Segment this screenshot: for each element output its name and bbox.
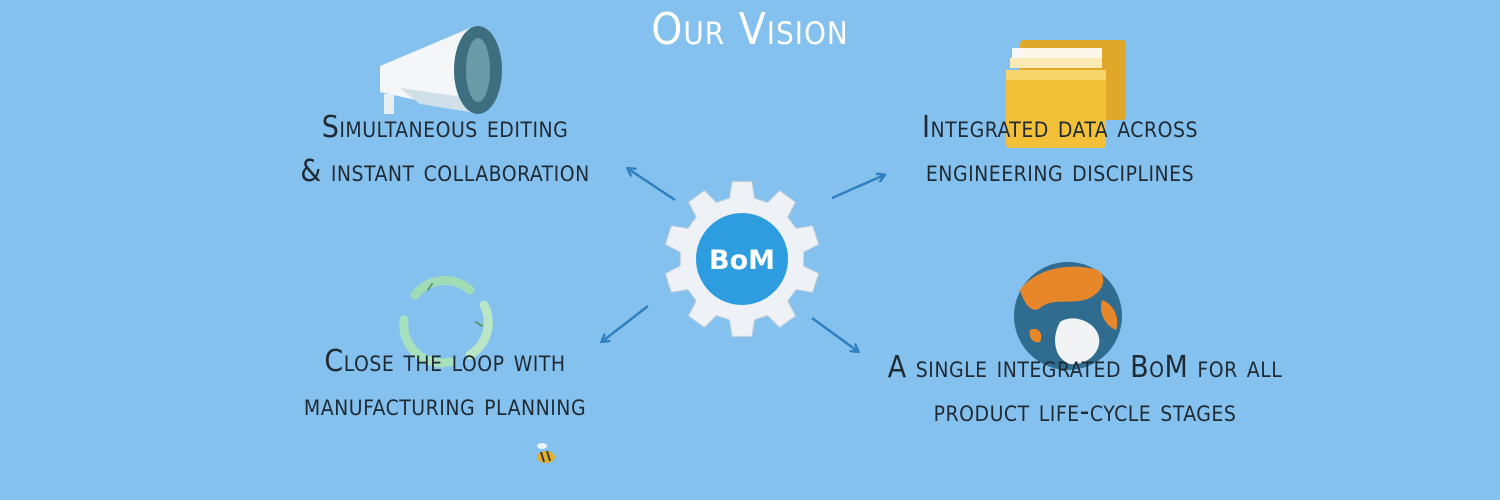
arrow-top-right [831,176,882,200]
bee-icon [537,443,555,463]
globe-icon [1014,262,1122,370]
vision-item-integrated-data: Integrated data across engineering disci… [922,110,1198,189]
arrow-bottom-left [604,305,649,340]
gear-hub: BoM [664,181,820,337]
vision-item-single-bom: A single integrated BoM for all product … [887,350,1283,429]
arrow-bottom-right [811,316,856,350]
megaphone-icon [380,26,502,114]
hub-label: BoM [709,245,775,276]
folder-icon [1006,40,1126,148]
recycle-icon [399,276,493,368]
vision-item-collaboration: Simultaneous editing & instant collabora… [300,110,590,189]
page-title: Our Vision [651,4,849,55]
arrow-top-left [630,170,676,202]
vision-item-close-the-loop: Close the loop with manufacturing planni… [303,344,587,423]
